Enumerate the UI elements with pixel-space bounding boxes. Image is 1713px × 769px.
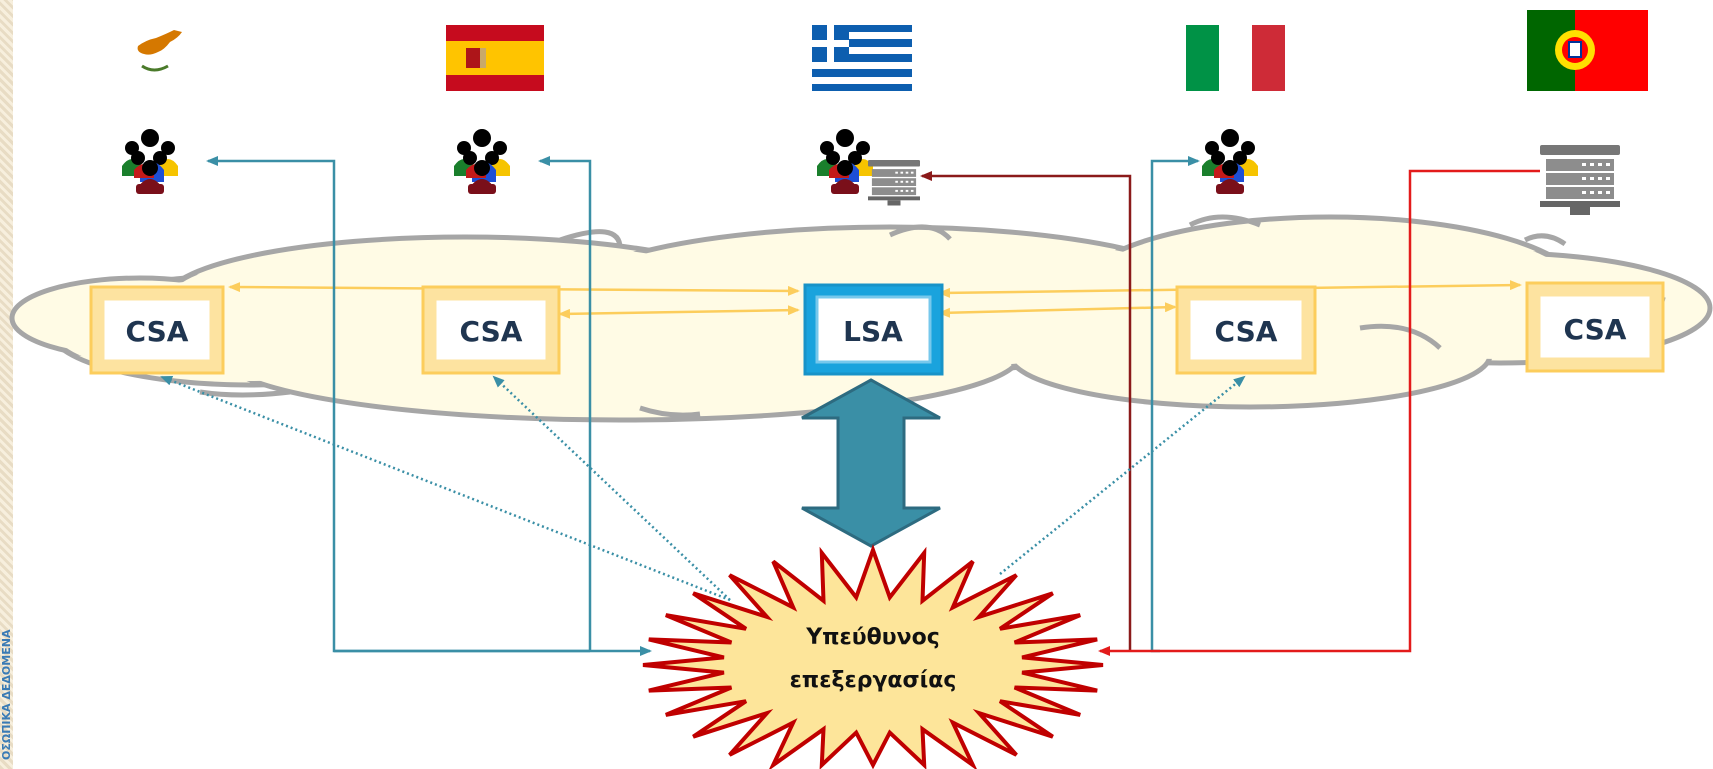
lsa-label-greece: LSA — [843, 315, 903, 348]
link-portugal-server-controller — [1098, 169, 1540, 656]
csa-box-portugal[interactable]: CSA — [1525, 281, 1665, 373]
italy-people-icon — [1202, 129, 1258, 194]
spain-flag-icon — [446, 25, 544, 91]
link-controller-spain-csa — [492, 375, 731, 601]
controller-label-line2: επεξεργασίας — [790, 668, 957, 693]
csa-label-italy: CSA — [1215, 315, 1278, 348]
sidebar-decoration — [0, 0, 13, 769]
link-controller-cyprus-csa — [160, 375, 731, 602]
link-controller-italy-csa — [999, 375, 1246, 575]
greece-people-icon — [817, 129, 873, 194]
csa-box-italy[interactable]: CSA — [1175, 285, 1317, 375]
link-greece-italy — [938, 302, 1177, 318]
link-spain-greece — [558, 305, 800, 319]
cyprus-people-icon — [122, 129, 178, 194]
csa-box-spain[interactable]: CSA — [421, 285, 561, 375]
cyprus-flag-icon — [137, 30, 182, 72]
lsa-controller-double-arrow — [801, 378, 941, 548]
link-controller-spain-users — [538, 156, 592, 651]
controller-burst[interactable]: Υπεύθυνος επεξεργασίας — [642, 544, 1104, 769]
csa-label-cyprus: CSA — [126, 315, 189, 348]
portugal-flag-icon — [1527, 10, 1648, 91]
lsa-box-greece[interactable]: LSA — [803, 283, 944, 376]
greece-server-icon — [868, 160, 920, 206]
csa-label-portugal: CSA — [1564, 313, 1627, 346]
greece-flag-icon — [812, 25, 912, 91]
portugal-server-icon — [1540, 145, 1620, 215]
controller-to-csa-links — [160, 375, 1246, 602]
csa-label-spain: CSA — [460, 315, 523, 348]
link-controller-greece-server — [920, 171, 1132, 651]
italy-flag-icon — [1186, 25, 1285, 91]
controller-label-line1: Υπεύθυνος — [805, 625, 940, 650]
spain-people-icon — [454, 129, 510, 194]
csa-box-cyprus[interactable]: CSA — [89, 285, 225, 375]
